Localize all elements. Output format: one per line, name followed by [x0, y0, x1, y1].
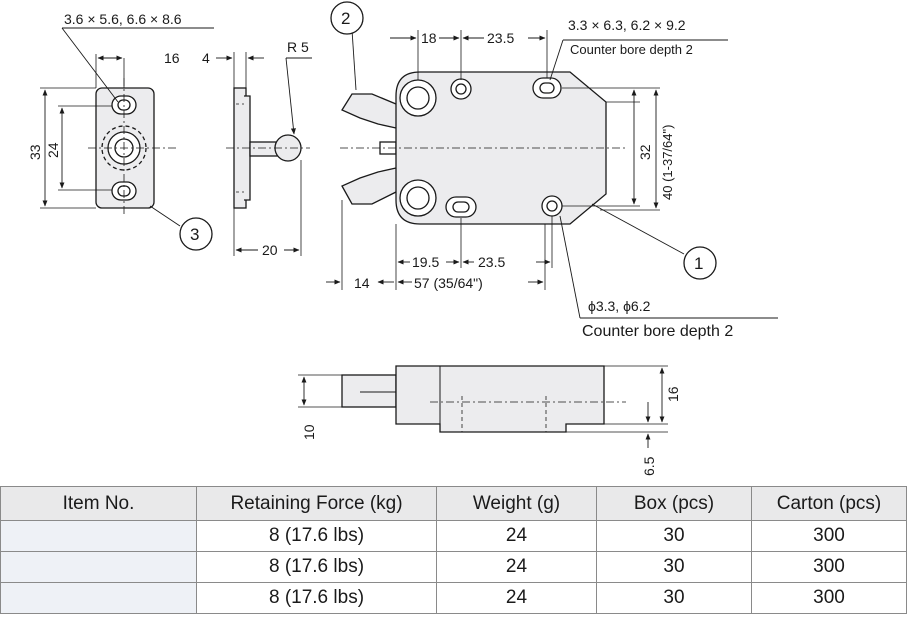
table-row: 8 (17.6 lbs) 24 30 300	[0, 582, 907, 614]
dim-jaw-length: 14	[354, 275, 370, 291]
dim-top-pitch: 18	[421, 30, 437, 46]
dim-left-width: 16	[164, 50, 180, 66]
header-carton: Carton (pcs)	[751, 486, 907, 521]
cell-box: 30	[596, 520, 752, 552]
header-item-no: Item No.	[0, 486, 197, 521]
cell-item-no	[0, 582, 197, 614]
latch-front-view	[326, 29, 778, 319]
table-row: 8 (17.6 lbs) 24 30 300	[0, 551, 907, 583]
cell-carton: 300	[751, 582, 907, 614]
header-retaining-force: Retaining Force (kg)	[196, 486, 437, 521]
dim-side-depth: 20	[262, 242, 278, 258]
header-box: Box (pcs)	[596, 486, 752, 521]
callout-3: 3	[179, 217, 213, 251]
svg-text:3: 3	[190, 225, 199, 244]
dim-right-overall: 40 (1-37/64")	[660, 125, 675, 200]
cell-box: 30	[596, 551, 752, 583]
cell-retaining-force: 8 (17.6 lbs)	[196, 520, 437, 552]
dim-right-pitch: 32	[637, 144, 653, 160]
dim-bottom-span: 23.5	[478, 254, 505, 270]
cell-carton: 300	[751, 520, 907, 552]
dim-top-span: 23.5	[487, 30, 514, 46]
callout-2: 2	[330, 1, 364, 35]
strike-side-view	[216, 52, 312, 256]
dim-top-right-note: Counter bore depth 2	[570, 42, 693, 57]
latch-side-view	[298, 365, 668, 448]
upper-jaw	[341, 93, 397, 129]
cell-weight: 24	[436, 520, 597, 552]
svg-text:1: 1	[694, 254, 703, 273]
cell-weight: 24	[436, 551, 597, 583]
table-row: 8 (17.6 lbs) 24 30 300	[0, 520, 907, 552]
dim-lower-height: 10	[301, 424, 317, 440]
lower-jaw	[341, 167, 397, 205]
dim-overall-length: 57 (35/64")	[414, 275, 483, 291]
cell-retaining-force: 8 (17.6 lbs)	[196, 551, 437, 583]
dim-bottom-pitch: 19.5	[412, 254, 439, 270]
cell-item-no	[0, 520, 197, 552]
spec-table: Item No. Retaining Force (kg) Weight (g)…	[0, 486, 907, 614]
cell-item-no	[0, 551, 197, 583]
cell-carton: 300	[751, 551, 907, 583]
dim-bottom-note: Counter bore depth 2	[582, 323, 733, 340]
dim-side-radius: R 5	[287, 39, 309, 55]
dim-left-overall: 33	[27, 144, 43, 160]
svg-text:2: 2	[341, 9, 350, 28]
cell-box: 30	[596, 582, 752, 614]
dim-lower-offset: 6.5	[641, 456, 657, 476]
callout-1: 1	[683, 246, 717, 280]
side-body	[395, 365, 605, 433]
dim-left-holes: 3.6 × 5.6, 6.6 × 8.6	[64, 11, 182, 27]
dim-lower-body: 16	[665, 386, 681, 402]
dim-top-right-holes: 3.3 × 6.3, 6.2 × 9.2	[568, 17, 686, 33]
cell-retaining-force: 8 (17.6 lbs)	[196, 582, 437, 614]
dim-left-pitch: 24	[45, 142, 61, 158]
strike-plate-view	[40, 27, 214, 227]
dim-bottom-holes: ϕ3.3, ϕ6.2	[588, 298, 651, 314]
table-header-row: Item No. Retaining Force (kg) Weight (g)…	[0, 486, 907, 521]
header-weight: Weight (g)	[436, 486, 597, 521]
technical-drawing: 3.6 × 5.6, 6.6 × 8.6 16 33 24 3 4 R 5 20	[27, 1, 778, 476]
cell-weight: 24	[436, 582, 597, 614]
dim-side-thickness: 4	[202, 50, 210, 66]
